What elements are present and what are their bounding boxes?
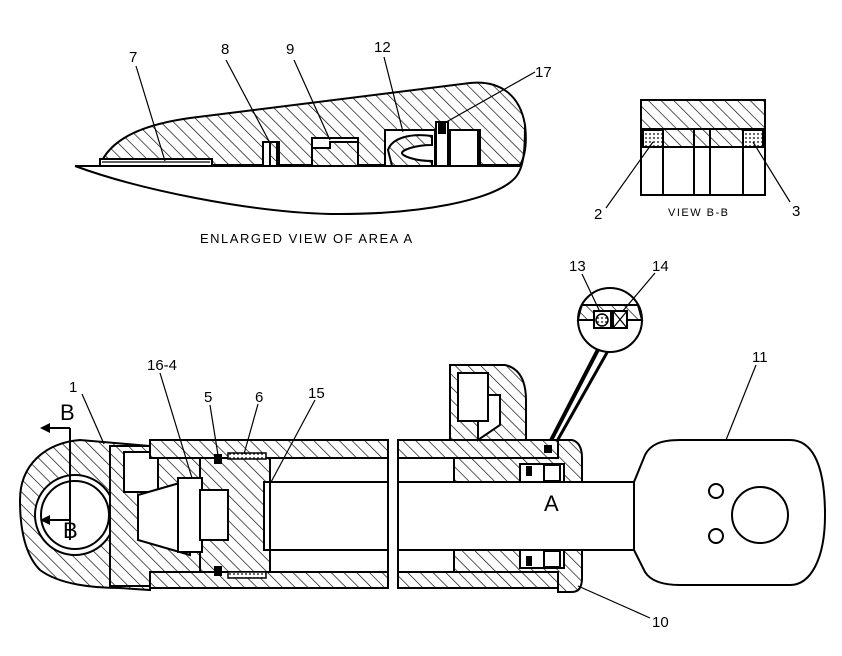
view-b-b: 2 3 VIEW B-B (594, 99, 800, 223)
enlarged-view-area-a: 7 8 9 12 17 ENLARGED VIEW OF AREA A (74, 39, 552, 246)
callout-11: 11 (752, 349, 768, 366)
callout-14: 14 (652, 258, 669, 275)
area-a-label: A (544, 491, 559, 516)
callout-7: 7 (129, 49, 137, 66)
callout-3: 3 (792, 203, 800, 220)
callout-5: 5 (204, 389, 212, 406)
callout-17: 17 (535, 64, 552, 81)
callout-12: 12 (374, 39, 391, 56)
callout-13: 13 (569, 258, 586, 275)
callout-8: 8 (221, 41, 229, 58)
view-bb-caption: VIEW B-B (668, 207, 730, 219)
enlarged-view-caption: ENLARGED VIEW OF AREA A (200, 231, 414, 246)
section-mark-b-top: B (60, 400, 75, 425)
callout-16-4: 16-4 (147, 357, 177, 374)
cylinder-assembly (18, 364, 827, 593)
main-callouts: 1 16-4 5 6 15 10 11 (69, 349, 768, 631)
callout-10: 10 (652, 614, 669, 631)
callout-6: 6 (255, 389, 263, 406)
callout-9: 9 (286, 41, 294, 58)
callout-2: 2 (594, 206, 602, 223)
section-mark-b-bottom: B (63, 518, 78, 543)
callout-15: 15 (308, 385, 325, 402)
section-b-marks: B B A (40, 400, 559, 543)
detail-circle-13-14: 13 14 (544, 258, 669, 451)
callout-1: 1 (69, 379, 77, 396)
